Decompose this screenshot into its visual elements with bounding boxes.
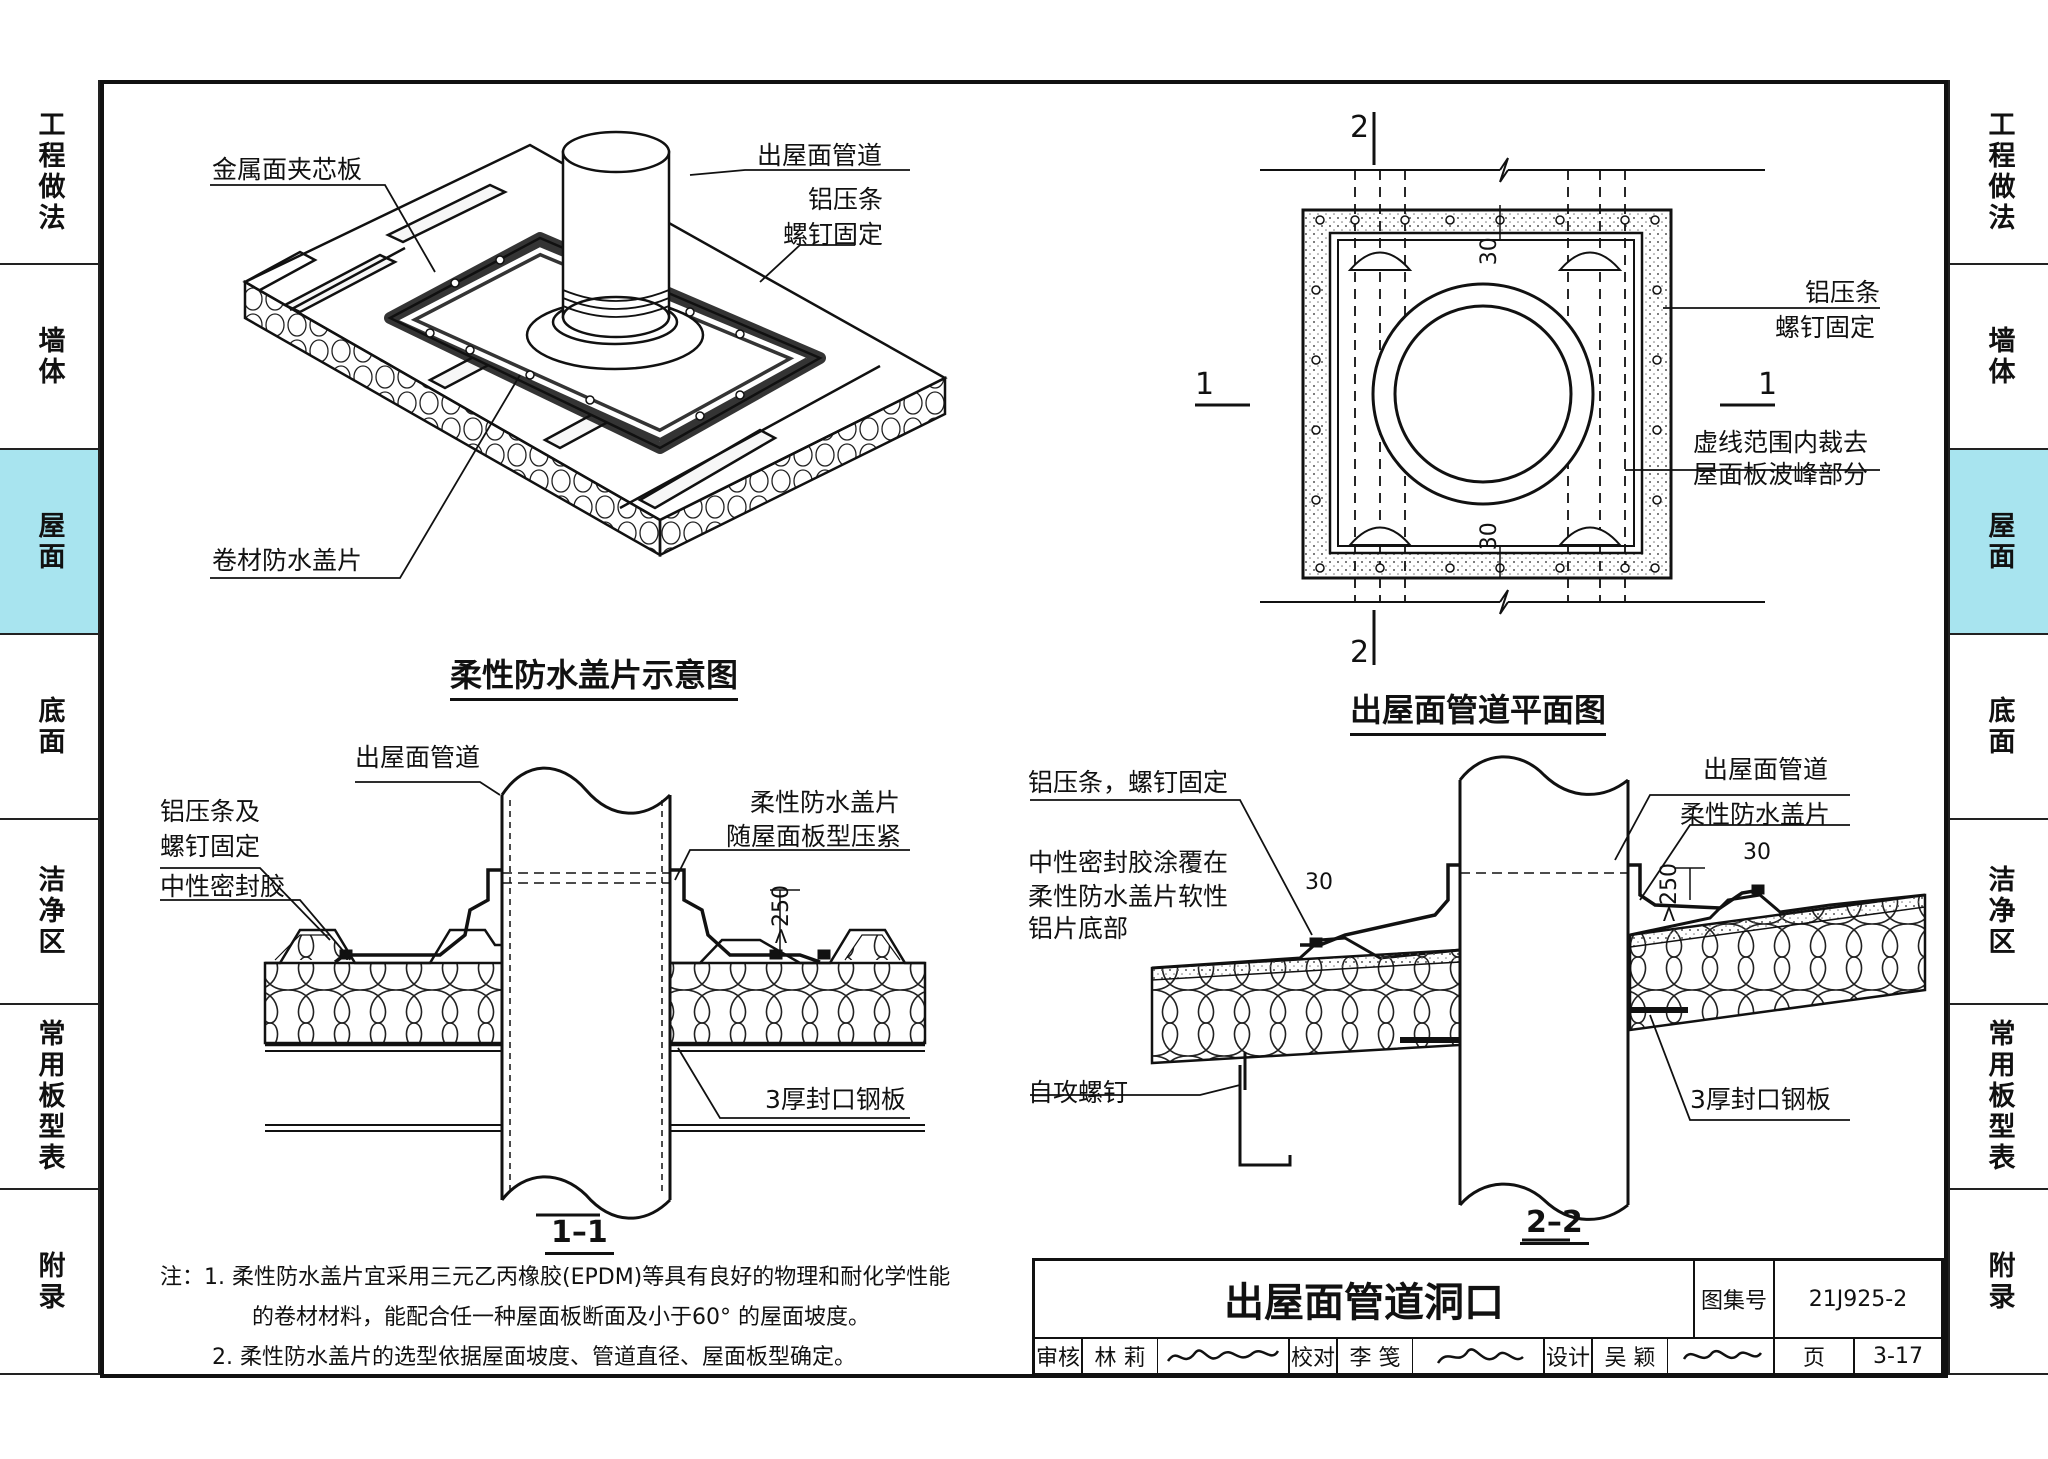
side-tab-label: 墙体 <box>1983 325 2015 388</box>
s1-label-sealant: 中性密封胶 <box>160 872 286 901</box>
side-tab-label: 屋面 <box>33 510 65 573</box>
iso-label-pipe: 出屋面管道 <box>757 141 883 170</box>
iso-leaders <box>210 169 910 579</box>
review-label: 审核 <box>1035 1339 1083 1373</box>
side-tab-left-6[interactable]: 附录 <box>0 1190 100 1375</box>
side-tab-label: 洁净区 <box>33 865 65 958</box>
plan-mark-1-left: 1 <box>1195 367 1215 402</box>
s1-dim-250: >250 <box>769 884 795 946</box>
page-label: 页 <box>1775 1339 1855 1373</box>
s1-label-strip-1: 铝压条及 <box>160 797 261 826</box>
s2-label-sealant-2: 柔性防水盖片软性 <box>1028 882 1229 911</box>
side-tab-label: 附录 <box>33 1250 65 1313</box>
side-tab-right-3[interactable]: 底面 <box>1948 635 2048 820</box>
s2-label-screw: 自攻螺钉 <box>1028 1078 1129 1107</box>
section-2-2 <box>1030 755 1927 1242</box>
side-tab-label: 底面 <box>1983 695 2015 758</box>
s2-dim-250: >250 <box>1657 862 1683 924</box>
checker-signature <box>1413 1339 1545 1373</box>
side-tab-right-4[interactable]: 洁净区 <box>1948 820 2048 1005</box>
page-number: 3-17 <box>1873 1343 1923 1369</box>
s2-dim-30-right: 30 <box>1743 840 1771 865</box>
s1-label-pipe: 出屋面管道 <box>355 743 481 772</box>
reviewer: 林 莉 <box>1083 1339 1158 1373</box>
design-label: 设计 <box>1545 1339 1593 1373</box>
s2-label-pipe: 出屋面管道 <box>1703 755 1829 784</box>
iso-label-strip-2: 螺钉固定 <box>783 220 884 249</box>
side-tab-label: 常用板型表 <box>1983 1019 2015 1174</box>
s2-dim-30-left: 30 <box>1305 870 1333 895</box>
side-tab-label: 洁净区 <box>1983 865 2015 958</box>
side-tab-right-1[interactable]: 墙体 <box>1948 265 2048 450</box>
section-1-1 <box>160 766 927 1220</box>
side-tab-label: 常用板型表 <box>33 1019 65 1174</box>
iso-figure-title: 柔性防水盖片示意图 <box>450 650 739 701</box>
side-tab-right-2[interactable]: 屋面 <box>1948 450 2048 635</box>
s2-label-sealant-1: 中性密封胶涂覆在 <box>1028 848 1229 877</box>
check-label: 校对 <box>1290 1339 1338 1373</box>
side-tab-left-0[interactable]: 工程做法 <box>0 80 100 265</box>
s1-label-steel: 3厚封口钢板 <box>765 1085 906 1114</box>
side-tab-right-6[interactable]: 附录 <box>1948 1190 2048 1375</box>
plan-figure-title: 出屋面管道平面图 <box>1350 685 1607 736</box>
designer-signature <box>1668 1339 1775 1373</box>
atlas-label: 图集号 <box>1695 1261 1775 1339</box>
designer: 吴 颖 <box>1593 1339 1668 1373</box>
plan-dim-30-bottom: 30 <box>1476 522 1502 551</box>
iso-pipe <box>561 130 671 339</box>
side-tab-left-5[interactable]: 常用板型表 <box>0 1005 100 1190</box>
atlas-number: 21J925-2 <box>1775 1261 1941 1339</box>
plan-mark-1-right: 1 <box>1758 367 1778 402</box>
title-block: 出屋面管道洞口 图集号 21J925-2 审核 林 莉 校对 李 笺 设计 吴 … <box>1032 1258 1944 1376</box>
plan-view <box>1195 112 1880 665</box>
drawing-title: 出屋面管道洞口 <box>1035 1261 1695 1339</box>
side-tab-label: 工程做法 <box>1983 109 2015 234</box>
s1-label-flashing-2: 随屋面板型压紧 <box>726 822 902 851</box>
plan-mark-2-top: 2 <box>1350 110 1370 145</box>
s2-label-strip: 铝压条，螺钉固定 <box>1028 768 1229 797</box>
notes: 注：1. 柔性防水盖片宜采用三元乙丙橡胶(EPDM)等具有良好的物理和耐化学性能… <box>160 1258 950 1378</box>
side-tab-left-4[interactable]: 洁净区 <box>0 820 100 1005</box>
side-tab-label: 屋面 <box>1983 510 2015 573</box>
plan-label-strip-1: 铝压条 <box>1805 278 1881 307</box>
plan-label-cut-2: 屋面板波峰部分 <box>1693 460 1869 489</box>
side-tab-left-3[interactable]: 底面 <box>0 635 100 820</box>
side-tab-right-0[interactable]: 工程做法 <box>1948 80 2048 265</box>
side-tab-label: 附录 <box>1983 1250 2015 1313</box>
s1-label-flashing-1: 柔性防水盖片 <box>750 788 901 817</box>
iso-label-flashing: 卷材防水盖片 <box>212 546 363 575</box>
side-tab-right-5[interactable]: 常用板型表 <box>1948 1005 2048 1190</box>
s2-title: 2–2 <box>1520 1205 1589 1245</box>
drawing-frame <box>100 80 1948 1378</box>
note-2: 2. 柔性防水盖片的选型依据屋面坡度、管道直径、屋面板型确定。 <box>212 1345 856 1370</box>
side-tab-left-1[interactable]: 墙体 <box>0 265 100 450</box>
s1-label-strip-2: 螺钉固定 <box>160 832 261 861</box>
note-1: 1. 柔性防水盖片宜采用三元乙丙橡胶(EPDM)等具有良好的物理和耐化学性能 <box>204 1265 951 1290</box>
reviewer-signature <box>1158 1339 1290 1373</box>
plan-dim-30-top: 30 <box>1476 237 1502 266</box>
s2-label-flashing: 柔性防水盖片 <box>1680 800 1831 829</box>
side-tab-label: 底面 <box>33 695 65 758</box>
plan-label-cut-1: 虚线范围内裁去 <box>1693 428 1869 457</box>
checker: 李 笺 <box>1338 1339 1413 1373</box>
iso-label-strip-1: 铝压条 <box>808 185 884 214</box>
notes-prefix: 注： <box>160 1265 205 1290</box>
plan-label-strip-2: 螺钉固定 <box>1775 313 1876 342</box>
s2-label-steel: 3厚封口钢板 <box>1690 1085 1831 1114</box>
side-tab-label: 墙体 <box>33 325 65 388</box>
plan-mark-2-bottom: 2 <box>1350 635 1370 670</box>
side-tab-label: 工程做法 <box>33 109 65 234</box>
s1-title: 1–1 <box>545 1215 614 1255</box>
note-1-cont: 的卷材材料，能配合任一种屋面板断面及小于60° 的屋面坡度。 <box>252 1305 870 1330</box>
iso-label-panel: 金属面夹芯板 <box>212 155 363 184</box>
side-tab-left-2[interactable]: 屋面 <box>0 450 100 635</box>
s2-label-sealant-3: 铝片底部 <box>1028 914 1129 943</box>
